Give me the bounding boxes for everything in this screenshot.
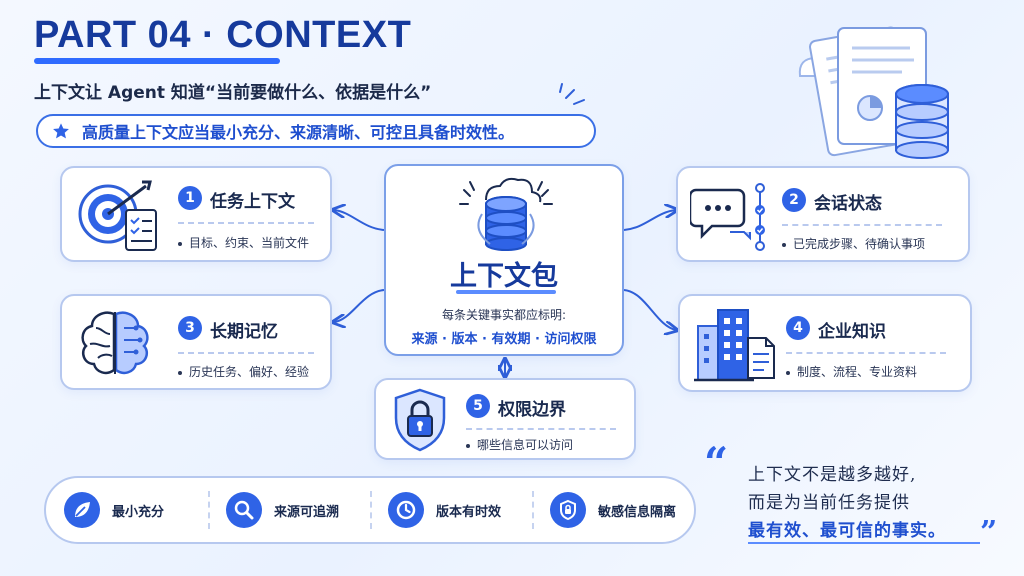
card-long-term-memory: 3 长期记忆 历史任务、偏好、经验 (60, 294, 332, 390)
card-bullet: 目标、约束、当前文件 (178, 234, 309, 251)
shield-lock-icon (550, 492, 586, 528)
center-title-underline (456, 290, 556, 294)
lock-shield-icon (394, 388, 446, 452)
context-package-card: 上下文包 每条关键事实都应标明: 来源 · 版本 · 有效期 · 访问权限 (384, 164, 624, 356)
principle-item: 来源可追溯 (226, 492, 370, 528)
card-bullet: 制度、流程、专业资料 (786, 363, 917, 380)
card-title: 会话状态 (814, 194, 882, 214)
card-bullet: 已完成步骤、待确认事项 (782, 235, 925, 252)
clock-icon (388, 492, 424, 528)
card-divider (178, 222, 314, 224)
leaf-icon (64, 492, 100, 528)
card-title: 权限边界 (498, 400, 566, 420)
card-enterprise-knowledge: 4 企业知识 制度、流程、专业资料 (678, 294, 972, 392)
title-underline (34, 58, 280, 64)
search-icon (226, 492, 262, 528)
principle-item: 最小充分 (64, 492, 208, 528)
card-divider (782, 224, 942, 226)
card-divider (178, 352, 314, 354)
card-session-state: 2 会话状态 已完成步骤、待确认事项 (676, 166, 970, 262)
card-title: 长期记忆 (210, 322, 278, 342)
page-title: PART 04 · CONTEXT (34, 14, 412, 56)
divider (208, 491, 210, 529)
divider (370, 491, 372, 529)
center-title: 上下文包 (450, 261, 558, 292)
card-title: 任务上下文 (210, 192, 295, 212)
card-bullet: 哪些信息可以访问 (466, 436, 573, 453)
documents-database-illustration (798, 26, 949, 159)
quote-open-mark: “ (704, 438, 729, 487)
quote-underline (748, 542, 980, 544)
principle-label: 敏感信息隔离 (598, 504, 677, 520)
building-document-icon (694, 309, 775, 382)
quote-close-mark: ” (980, 515, 998, 550)
chat-timeline-icon (690, 183, 765, 251)
card-task-context: 1 任务上下文 目标、约束、当前文件 (60, 166, 332, 262)
card-divider (466, 428, 616, 430)
principle-label: 版本有时效 (436, 504, 502, 520)
card-bullet: 历史任务、偏好、经验 (178, 363, 309, 380)
card-number: 4 (786, 316, 810, 340)
principle-label: 来源可追溯 (274, 504, 340, 520)
page-subtitle: 上下文让 Agent 知道“当前要做什么、依据是什么” (34, 83, 432, 103)
key-point-pill: 高质量上下文应当最小充分、来源清晰、可控且具备时效性。 (36, 114, 596, 148)
card-number: 1 (178, 186, 202, 210)
quote-line-3: 最有效、最可信的事实。 (748, 521, 946, 541)
card-number: 5 (466, 394, 490, 418)
target-checklist-icon (78, 180, 157, 251)
quote-line-1: 上下文不是越多越好, (748, 465, 917, 485)
brain-icon (81, 311, 149, 375)
card-divider (786, 352, 946, 354)
divider (532, 491, 534, 529)
quote-line-2: 而是为当前任务提供 (748, 493, 910, 513)
card-permission-boundary: 5 权限边界 哪些信息可以访问 (374, 378, 636, 460)
center-fields: 来源 · 版本 · 有效期 · 访问权限 (411, 332, 597, 347)
card-number: 2 (782, 188, 806, 212)
card-title: 企业知识 (818, 322, 886, 342)
principles-bar: 最小充分 来源可追溯 版本有时效 敏感信息隔离 (44, 476, 696, 544)
principle-item: 版本有时效 (388, 492, 532, 528)
key-point-text: 高质量上下文应当最小充分、来源清晰、可控且具备时效性。 (82, 123, 515, 142)
principle-label: 最小充分 (112, 504, 165, 520)
cloud-database-icon (459, 177, 553, 251)
card-number: 3 (178, 316, 202, 340)
center-description: 每条关键事实都应标明: (441, 308, 567, 322)
star-icon (53, 123, 69, 139)
principle-item: 敏感信息隔离 (550, 492, 694, 528)
